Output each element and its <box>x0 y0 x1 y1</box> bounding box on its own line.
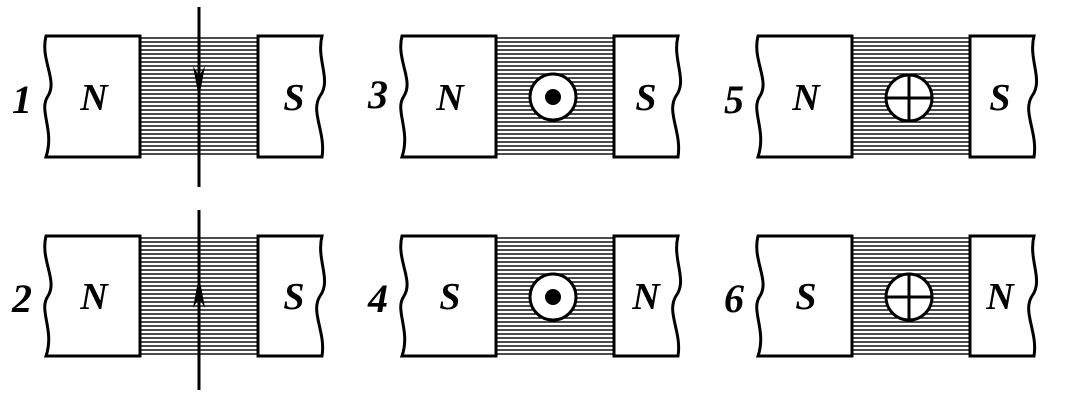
left-magnet-pole <box>399 34 498 159</box>
current-out-of-page-icon <box>528 272 578 322</box>
left-magnet-pole <box>399 234 498 358</box>
panel-6: 6 S N <box>724 234 1039 358</box>
right-magnet-pole <box>968 34 1039 159</box>
left-pole-label: S <box>795 276 816 318</box>
right-pole-label: N <box>985 276 1015 318</box>
left-pole-label: N <box>79 77 109 119</box>
right-magnet-pole <box>612 234 683 358</box>
right-pole-label: S <box>989 77 1010 119</box>
left-pole-label: N <box>79 276 109 318</box>
left-pole-label: N <box>435 77 465 119</box>
right-magnet-pole <box>968 234 1039 358</box>
current-into-page-icon <box>884 272 934 322</box>
right-pole-label: S <box>635 77 656 119</box>
left-pole-label: N <box>791 77 821 119</box>
current-into-page-icon <box>884 73 934 123</box>
right-pole-label: S <box>283 276 304 318</box>
right-magnet-pole <box>612 34 683 159</box>
panel-5: 5 N S <box>724 34 1039 159</box>
panel-2: 2 N S <box>11 210 327 390</box>
left-pole-label: S <box>439 276 460 318</box>
panel-3: 3 N S <box>367 34 683 159</box>
current-out-of-page-icon <box>528 72 578 122</box>
right-magnet-pole <box>256 234 327 358</box>
panel-number: 5 <box>724 77 744 122</box>
right-pole-label: S <box>283 77 304 119</box>
panel-4: 4 S N <box>367 234 683 358</box>
panel-number: 6 <box>724 276 744 321</box>
panel-number: 3 <box>367 72 388 117</box>
panel-number: 4 <box>367 276 388 321</box>
right-pole-label: N <box>631 276 661 318</box>
left-magnet-pole <box>43 234 142 358</box>
panel-number: 2 <box>11 276 32 321</box>
panel-number: 1 <box>12 77 32 122</box>
right-magnet-pole <box>256 34 327 159</box>
left-magnet-pole <box>755 234 854 358</box>
arrow-up-icon <box>193 210 205 390</box>
left-magnet-pole <box>43 34 142 159</box>
panel-1: 1 N S <box>12 7 327 187</box>
arrow-down-icon <box>193 7 205 187</box>
left-magnet-pole <box>755 34 854 159</box>
